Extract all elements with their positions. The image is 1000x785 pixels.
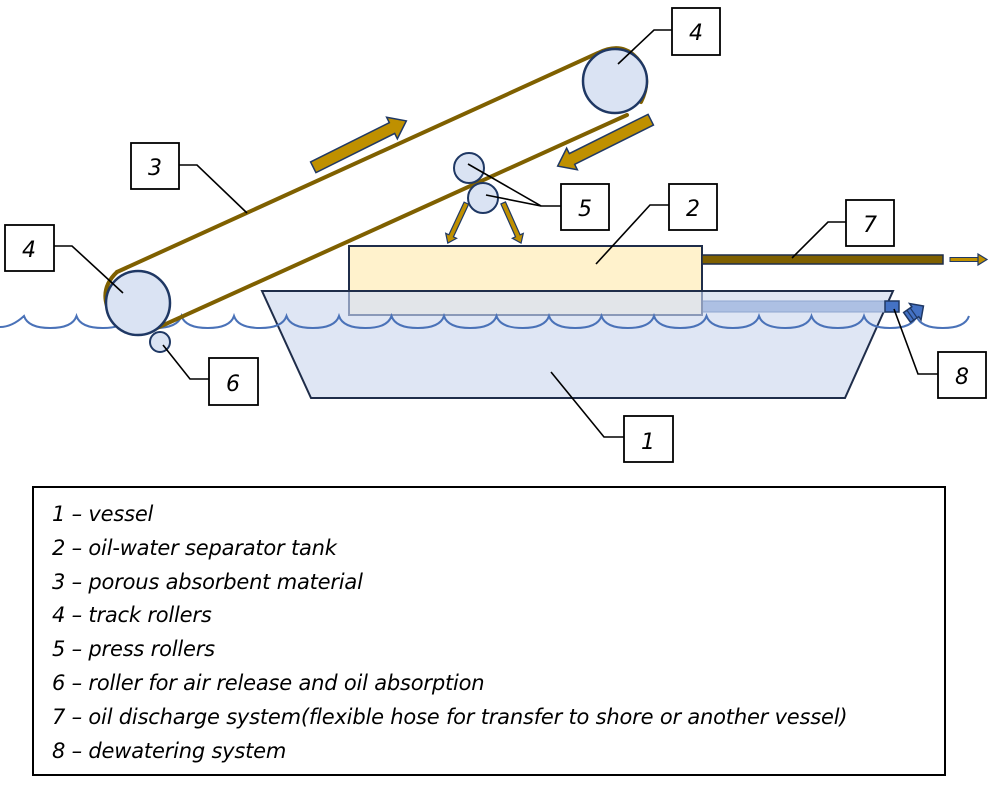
leader-4-upper <box>617 29 672 65</box>
oil-drip-arrow-right <box>500 201 525 245</box>
callout-8: 8 <box>937 351 987 399</box>
callout-2: 2 <box>668 183 718 231</box>
legend-item-oil-discharge: 7 – oil discharge system(flexible hose f… <box>52 704 848 729</box>
callout-label: 6 <box>226 372 240 397</box>
separator-tank-lower <box>348 290 703 316</box>
callout-label: 5 <box>578 197 592 222</box>
separator-tank <box>348 245 703 292</box>
callout-label: 4 <box>689 21 703 46</box>
legend-item-press-rollers: 5 – press rollers <box>52 637 215 662</box>
belt-direction-arrow-up <box>309 116 408 174</box>
legend-item-separator-tank: 2 – oil-water separator tank <box>52 535 337 560</box>
callout-5: 5 <box>560 183 610 231</box>
leader-7 <box>791 221 846 259</box>
callout-4-upper: 4 <box>671 7 721 56</box>
oil-drip-arrow-left <box>444 201 470 244</box>
dewatering-outlet <box>884 300 900 313</box>
callout-label: 3 <box>148 156 162 181</box>
leader-1 <box>550 371 624 438</box>
leader-5b <box>485 194 542 207</box>
press-roller-bottom <box>467 182 499 214</box>
legend-item-vessel: 1 – vessel <box>52 502 154 526</box>
leader-8 <box>893 308 938 375</box>
track-roller-lower <box>104 269 172 337</box>
callout-1: 1 <box>623 415 674 463</box>
leader-2 <box>595 204 669 265</box>
legend-item-air-release-roller: 6 – roller for air release and oil absor… <box>52 670 485 695</box>
callout-3: 3 <box>130 142 180 190</box>
callout-label: 8 <box>955 365 969 390</box>
leader-6 <box>162 344 209 380</box>
leader-4-lower <box>54 245 124 294</box>
legend-item-track-rollers: 4 – track rollers <box>52 603 212 628</box>
hose-outflow-arrow <box>949 252 989 267</box>
callout-label: 7 <box>863 213 877 238</box>
press-roller-top <box>453 152 485 184</box>
oil-discharge-hose <box>701 254 944 265</box>
legend-box: 1 – vessel 2 – oil-water separator tank … <box>32 486 946 776</box>
leader-lines <box>54 29 938 438</box>
callout-7: 7 <box>845 199 895 247</box>
callout-label: 4 <box>22 238 36 263</box>
legend-item-absorbent-material: 3 – porous absorbent material <box>52 569 363 594</box>
legend-item-dewatering: 8 – dewatering system <box>52 738 287 763</box>
callout-label: 2 <box>686 197 700 222</box>
belt-direction-arrow-down <box>556 113 655 171</box>
callout-6: 6 <box>208 357 259 406</box>
track-roller-upper <box>581 47 649 115</box>
callout-4-lower: 4 <box>4 224 55 272</box>
callout-label: 1 <box>641 430 655 455</box>
dewatering-discharge-arrow <box>902 302 925 324</box>
skimmer-diagram: 4 3 4 5 2 7 6 8 1 <box>0 7 989 463</box>
dewatering-pipe <box>699 300 891 313</box>
leader-3 <box>179 164 248 214</box>
